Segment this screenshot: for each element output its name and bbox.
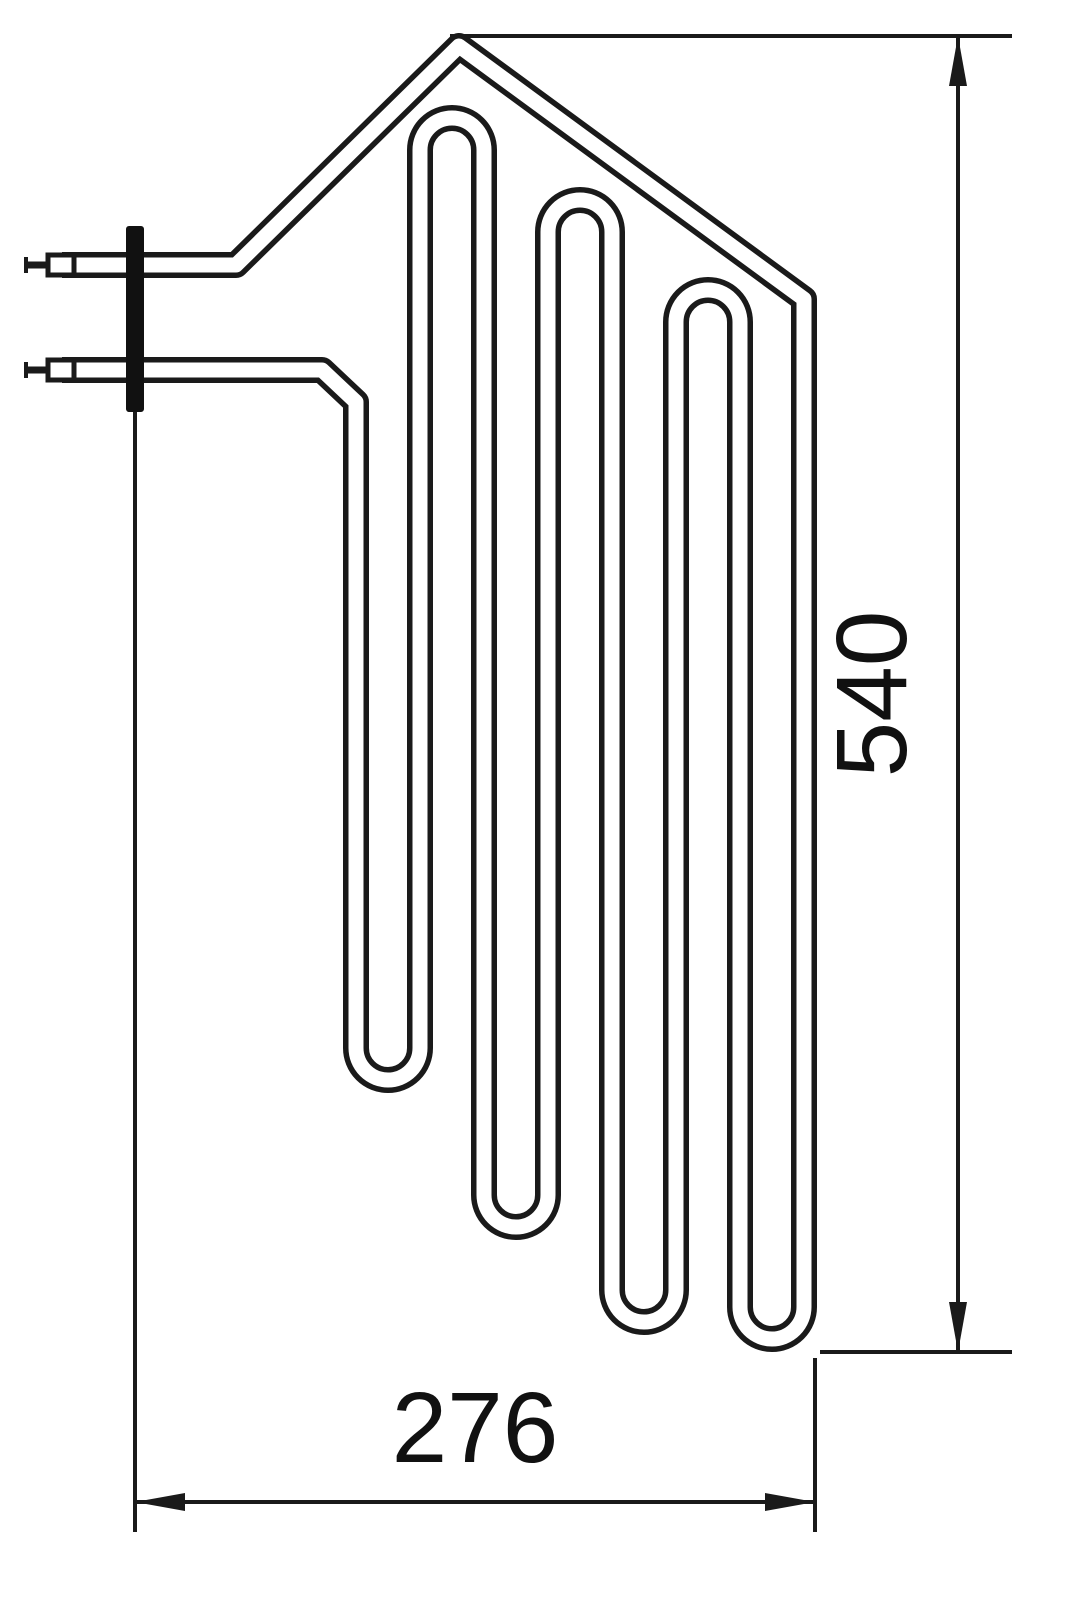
heating-element	[62, 33, 817, 1352]
element-tube-bore	[62, 38, 812, 1347]
height-arrow-down-icon	[949, 1302, 967, 1352]
terminal-lower	[24, 357, 77, 383]
element-tube-outline	[62, 33, 817, 1352]
width-arrow-left-icon	[135, 1493, 185, 1511]
dimension-height: 540	[450, 34, 1012, 1354]
height-arrow-up-icon	[949, 36, 967, 86]
terminal-upper-cap	[45, 252, 77, 278]
terminal-lower-cap	[45, 357, 77, 383]
width-arrow-right-icon	[765, 1493, 815, 1511]
height-dimension-label: 540	[816, 611, 928, 778]
dimension-width: 276	[133, 412, 817, 1532]
width-dimension-label: 276	[392, 1372, 559, 1484]
terminal-upper	[24, 252, 77, 278]
mounting-flange	[126, 226, 144, 412]
